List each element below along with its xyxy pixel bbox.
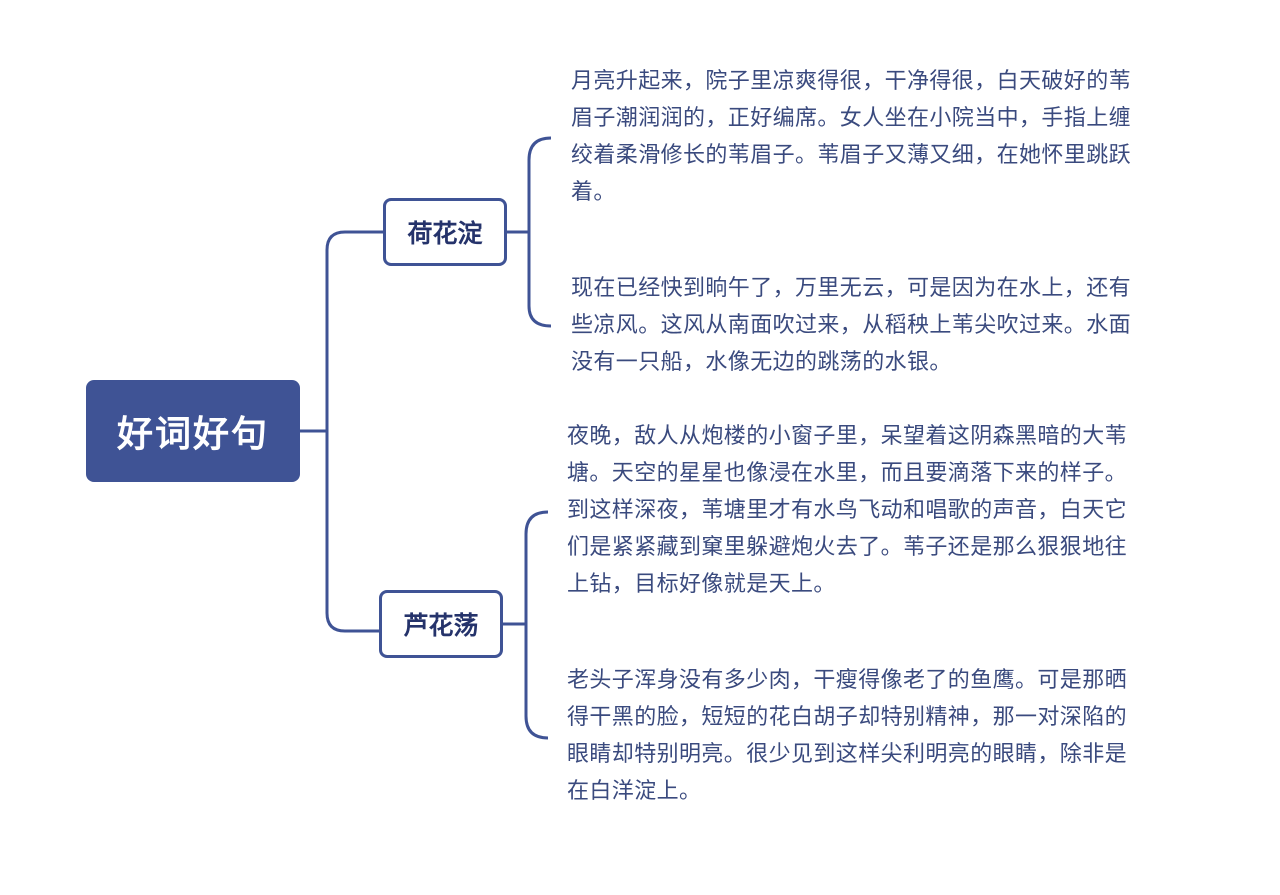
leaf-text-luhuadang-1: 夜晚，敌人从炮楼的小窗子里，呆望着这阴森黑暗的大苇塘。天空的星星也像浸在水里，而…: [567, 424, 1128, 597]
leaf-text-luhuadang-2: 老头子浑身没有多少肉，干瘦得像老了的鱼鹰。可是那晒得干黑的脸，短短的花白胡子却特…: [567, 668, 1128, 804]
leaf-text-hehuadian-1: 月亮升起来，院子里凉爽得很，干净得很，白天破好的苇眉子潮润润的，正好编席。女人坐…: [571, 69, 1132, 205]
branch-2-leaf-bracket: [524, 510, 549, 740]
leaf-text-hehuadian-2: 现在已经快到晌午了，万里无云，可是因为在水上，还有些凉风。这风从南面吹过来，从稻…: [571, 276, 1132, 375]
branch-1-leaf-bracket: [527, 136, 552, 328]
root-branch-1-connector: [325, 230, 383, 633]
root-node[interactable]: 好词好句: [86, 380, 300, 482]
branch-node-luhuadang[interactable]: 芦花荡: [379, 590, 503, 658]
branch-node-hehuadian[interactable]: 荷花淀: [383, 198, 507, 266]
